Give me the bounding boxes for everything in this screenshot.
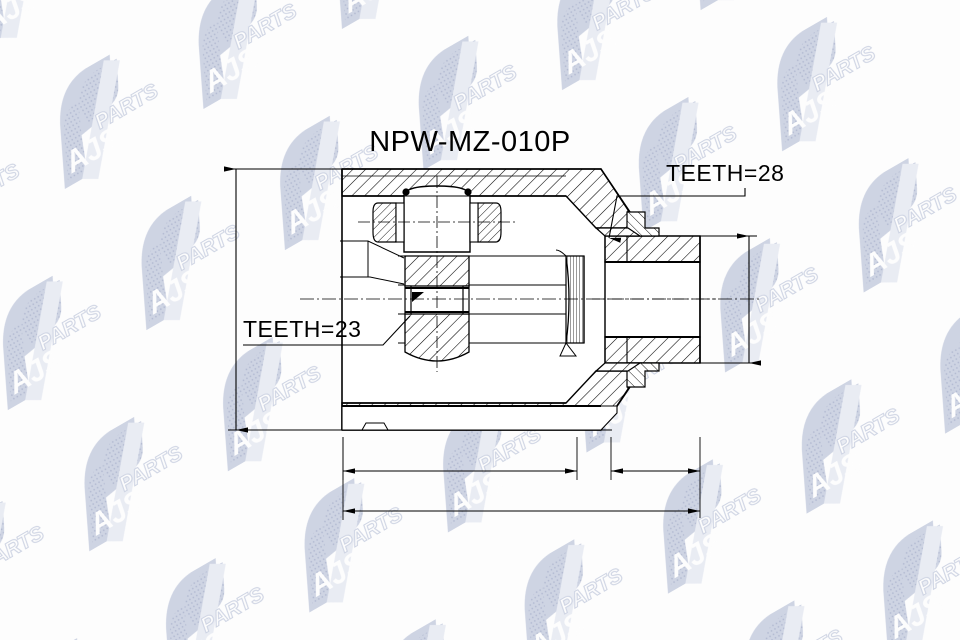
dimension-overall-length xyxy=(342,437,700,520)
dimension-housing-diameter xyxy=(224,166,348,433)
retaining-seal-ring xyxy=(555,249,585,357)
outer-teeth-callout: TEETH=28 xyxy=(608,160,784,243)
inner-teeth-callout: TEETH=23 xyxy=(243,315,411,346)
housing-hub-transition xyxy=(594,227,642,372)
dimension-hub-length xyxy=(610,437,701,518)
outer-teeth-label: TEETH=28 xyxy=(666,160,784,186)
tripod-roller-assembly xyxy=(358,176,516,372)
inner-teeth-label: TEETH=23 xyxy=(243,316,361,342)
dimension-hub-diameter xyxy=(700,233,761,366)
page-title: NPW-MZ-010P xyxy=(369,126,571,158)
boot-groove-skirt xyxy=(341,404,618,431)
dimension-housing-length xyxy=(342,437,578,480)
spider-leader-lines xyxy=(340,240,405,285)
splined-hub xyxy=(592,211,716,388)
